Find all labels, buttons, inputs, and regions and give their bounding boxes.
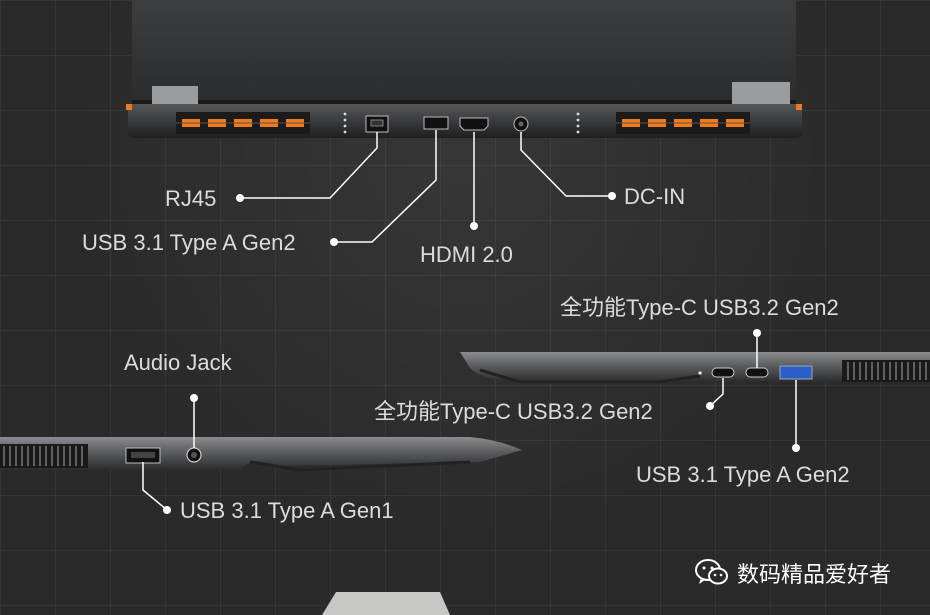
corner-accent-right	[796, 104, 802, 110]
type-c-port-2	[745, 367, 769, 378]
rear-dots	[343, 112, 580, 134]
label-usb-a-gen2-rear: USB 3.1 Type A Gen2	[82, 230, 296, 255]
leader-lines	[142, 130, 797, 511]
label-audio-jack: Audio Jack	[124, 350, 232, 375]
label-dc-in: DC-IN	[624, 184, 686, 209]
lid-edge	[132, 100, 796, 106]
right-hinge	[732, 82, 790, 104]
leader-dots	[163, 192, 800, 514]
hdmi-port	[459, 117, 489, 131]
label-type-c-top: 全功能Type-C USB3.2 Gen2	[560, 295, 839, 320]
right-side-vent	[842, 360, 930, 382]
left-side-vent	[0, 444, 88, 468]
left-side-view	[0, 437, 522, 472]
rear-vent-right	[616, 112, 750, 134]
bottom-partial-device	[322, 592, 450, 615]
watermark-text: 数码精品爱好者	[737, 563, 892, 588]
watermark: 数码精品爱好者	[695, 557, 891, 589]
usb-a-rear-port	[423, 116, 449, 130]
left-hinge	[152, 86, 198, 104]
label-usb-a-gen1: USB 3.1 Type A Gen1	[180, 498, 394, 523]
type-c-port-1	[711, 367, 735, 378]
wechat-icon	[695, 559, 728, 585]
usb-a-right-port	[779, 365, 813, 380]
right-side-view	[460, 352, 930, 384]
label-hdmi: HDMI 2.0	[420, 242, 513, 267]
corner-accent-left	[126, 104, 132, 110]
label-type-c-mid: 全功能Type-C USB3.2 Gen2	[374, 399, 653, 424]
label-rj45: RJ45	[165, 186, 217, 211]
rear-view	[126, 0, 802, 138]
lid-panel	[132, 0, 796, 104]
rear-vent-left	[176, 112, 310, 134]
label-usb-a-gen2-right: USB 3.1 Type A Gen2	[636, 462, 850, 487]
